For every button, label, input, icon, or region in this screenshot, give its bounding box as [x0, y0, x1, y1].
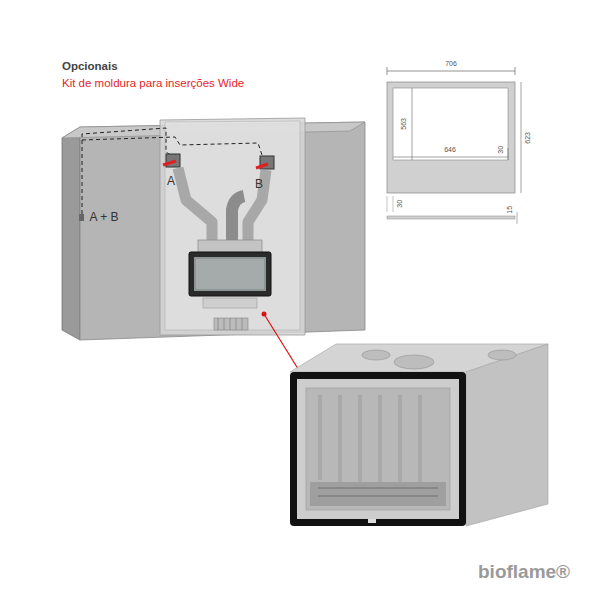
dimension: 30	[497, 146, 505, 154]
watermark: bioflame®	[478, 562, 570, 583]
dimension: 706	[445, 60, 457, 68]
dimension: 646	[444, 146, 456, 154]
dimension: 563	[400, 118, 408, 130]
dimension: 30	[396, 200, 404, 208]
connection-label: B	[255, 178, 263, 191]
connection-label: A	[167, 175, 175, 188]
dimension: 15	[506, 206, 514, 214]
connection-label: A + B	[89, 211, 118, 224]
subtitle: Kit de moldura para inserções Wide	[62, 77, 244, 90]
heading: Opcionais	[62, 60, 118, 73]
dimension: 623	[524, 132, 532, 144]
